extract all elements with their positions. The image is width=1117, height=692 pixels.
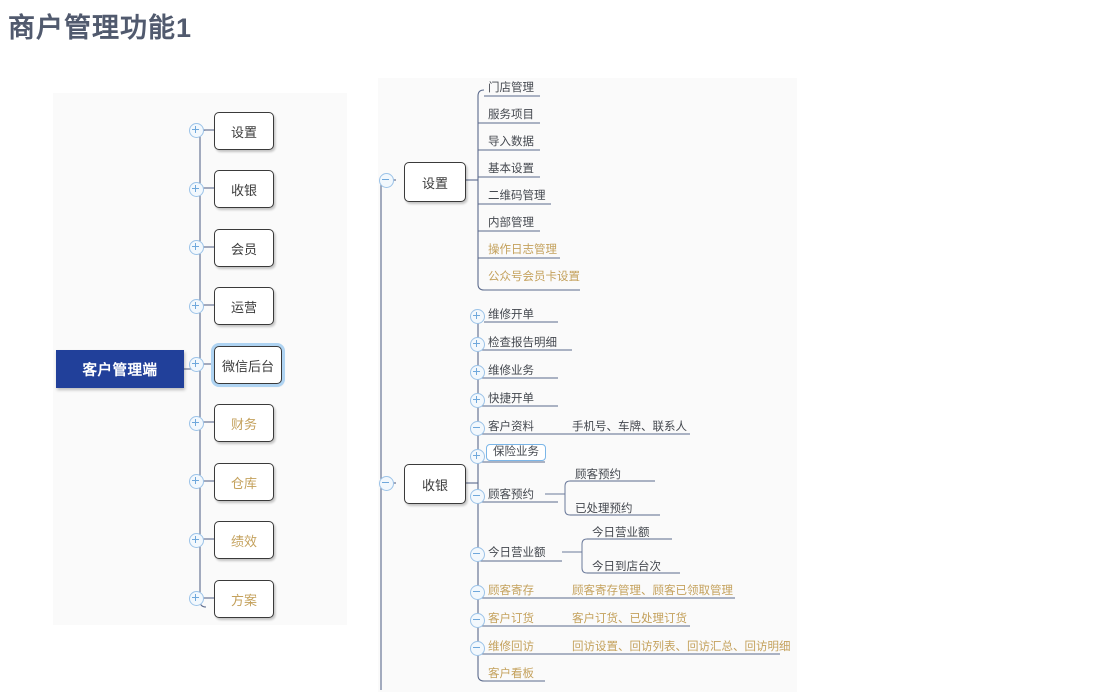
branch-node-shouyin[interactable]: 收银 bbox=[404, 464, 466, 504]
leaf-weixiuhuifang[interactable]: 维修回访 bbox=[488, 641, 534, 653]
node-jixiao[interactable]: 绩效 bbox=[214, 521, 274, 559]
leaf-gc-yichuliyuyue[interactable]: 已处理预约 bbox=[575, 503, 633, 515]
leaf-neibuguanli[interactable]: 内部管理 bbox=[488, 217, 534, 229]
node-huiyuan[interactable]: 会员 bbox=[214, 229, 274, 267]
node-caiwu[interactable]: 财务 bbox=[214, 404, 274, 442]
plus-circle-icon[interactable] bbox=[470, 365, 485, 380]
leaf-gukejicun[interactable]: 顾客寄存 bbox=[488, 585, 534, 597]
node-cangku[interactable]: 仓库 bbox=[214, 463, 274, 501]
minus-circle-icon[interactable] bbox=[379, 173, 394, 188]
leaf-gc-gukeyuyue[interactable]: 顾客预约 bbox=[575, 469, 621, 481]
leaf-kehudinghuo[interactable]: 客户订货 bbox=[488, 613, 534, 625]
leaf-kuaijiekaidan[interactable]: 快捷开单 bbox=[488, 393, 534, 405]
minus-circle-icon[interactable] bbox=[470, 489, 485, 504]
leaf-gc-jinriyingyee[interactable]: 今日营业额 bbox=[592, 527, 650, 539]
node-fangan[interactable]: 方案 bbox=[214, 580, 274, 618]
root-node-client-management[interactable]: 客户管理端 bbox=[56, 350, 184, 388]
leaf-fuwuxiangmu[interactable]: 服务项目 bbox=[488, 109, 534, 121]
plus-circle-icon[interactable] bbox=[470, 309, 485, 324]
branch-node-shezhi[interactable]: 设置 bbox=[404, 162, 466, 202]
node-shezhi[interactable]: 设置 bbox=[214, 112, 274, 150]
plus-circle-icon[interactable] bbox=[189, 240, 204, 255]
leaf-kehukanban[interactable]: 客户看板 bbox=[488, 668, 534, 680]
plus-circle-icon[interactable] bbox=[189, 182, 204, 197]
leaf-weixiuyewu[interactable]: 维修业务 bbox=[488, 365, 534, 377]
leaf-erweimaguanli[interactable]: 二维码管理 bbox=[488, 190, 546, 202]
leaf-weixiukaidan[interactable]: 维修开单 bbox=[488, 309, 534, 321]
leaf-mendianguanli[interactable]: 门店管理 bbox=[488, 82, 534, 94]
leaf-daorushuju[interactable]: 导入数据 bbox=[488, 136, 534, 148]
plus-circle-icon[interactable] bbox=[189, 591, 204, 606]
plus-circle-icon[interactable] bbox=[189, 474, 204, 489]
plus-circle-icon[interactable] bbox=[189, 357, 204, 372]
leaf-detail-kehuziliao: 手机号、车牌、联系人 bbox=[572, 421, 687, 433]
page-title: 商户管理功能1 bbox=[8, 13, 193, 43]
plus-circle-icon[interactable] bbox=[189, 533, 204, 548]
leaf-gukeyuyue[interactable]: 顾客预约 bbox=[488, 489, 534, 501]
minus-circle-icon[interactable] bbox=[470, 585, 485, 600]
leaf-detail-weixiuhuifang: 回访设置、回访列表、回访汇总、回访明细 bbox=[572, 641, 791, 653]
leaf-jibenshezhi[interactable]: 基本设置 bbox=[488, 163, 534, 175]
leaf-baoxianyewu[interactable]: 保险业务 bbox=[486, 444, 546, 461]
node-shouyin[interactable]: 收银 bbox=[214, 170, 274, 208]
leaf-gongzhonghaohuiyuankashezhi[interactable]: 公众号会员卡设置 bbox=[488, 271, 580, 283]
minus-circle-icon[interactable] bbox=[470, 641, 485, 656]
plus-circle-icon[interactable] bbox=[470, 393, 485, 408]
leaf-jianchabaogaomingxi[interactable]: 检查报告明细 bbox=[488, 337, 557, 349]
leaf-detail-kehudinghuo: 客户订货、已处理订货 bbox=[572, 613, 687, 625]
node-weixinhoutai[interactable]: 微信后台 bbox=[214, 346, 282, 384]
minus-circle-icon[interactable] bbox=[470, 613, 485, 628]
leaf-kehuziliao[interactable]: 客户资料 bbox=[488, 421, 534, 433]
plus-circle-icon[interactable] bbox=[470, 449, 485, 464]
plus-circle-icon[interactable] bbox=[189, 299, 204, 314]
leaf-caozuorizhiguanli[interactable]: 操作日志管理 bbox=[488, 244, 557, 256]
minus-circle-icon[interactable] bbox=[379, 476, 394, 491]
leaf-gc-jinridaodiantaici[interactable]: 今日到店台次 bbox=[592, 561, 661, 573]
plus-circle-icon[interactable] bbox=[189, 416, 204, 431]
minus-circle-icon[interactable] bbox=[470, 547, 485, 562]
plus-circle-icon[interactable] bbox=[189, 123, 204, 138]
plus-circle-icon[interactable] bbox=[470, 337, 485, 352]
leaf-jinriyingyee[interactable]: 今日营业额 bbox=[488, 547, 546, 559]
leaf-detail-gukejicun: 顾客寄存管理、顾客已领取管理 bbox=[572, 585, 733, 597]
node-yunying[interactable]: 运营 bbox=[214, 287, 274, 325]
minus-circle-icon[interactable] bbox=[470, 421, 485, 436]
